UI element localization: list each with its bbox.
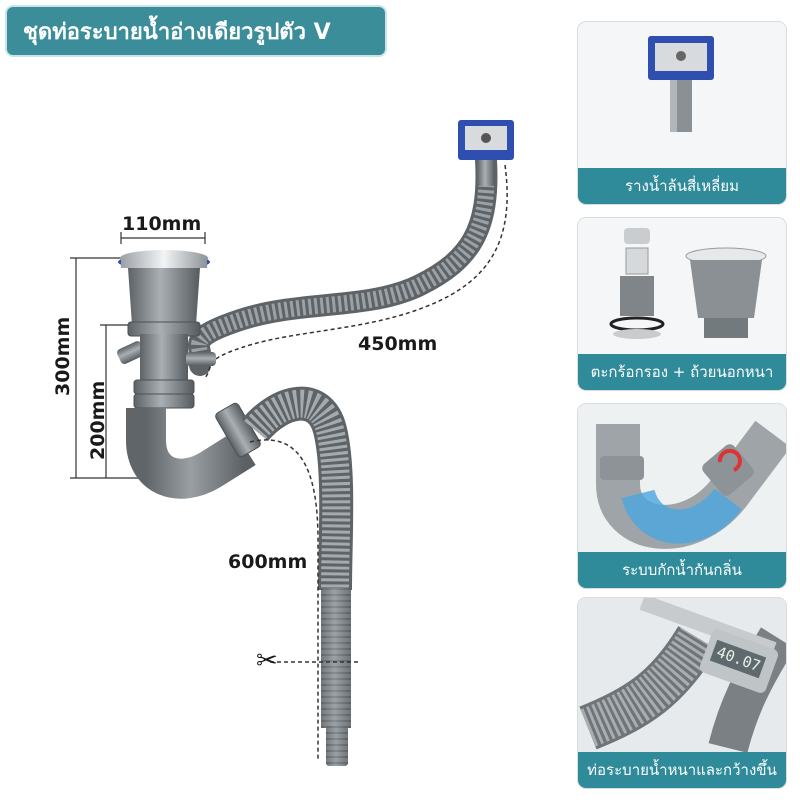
drain-assembly-illustration [70,120,514,766]
feature-panel-strainer: ตะกร้อกรอง + ถ้วยนอกหนา [578,218,786,390]
label-drain-hose: 600mm [228,551,308,573]
product-diagram: 110mm 300mm 200mm 450mm 600mm ✂ [52,120,514,766]
panel-caption-overflow: รางน้ำล้นสี่เหลี่ยม [578,168,786,204]
scissors-icon: ✂ [256,646,278,676]
feature-panel-thickness: 40.07 ท่อระบายน้ำหนาและกว้างขึ้น [578,598,786,788]
label-height-trap: 200mm [87,380,109,460]
strainer-basket-image [609,228,767,339]
page-title: ชุดท่อระบายน้ำอ่างเดียวรูปตัว V [23,19,331,45]
title-banner: ชุดท่อระบายน้ำอ่างเดียวรูปตัว V [5,5,387,57]
label-height-total: 300mm [52,316,74,396]
label-top-width: 110mm [122,213,202,235]
overflow-box-image [648,36,714,132]
caliper-measurement-image [578,598,786,752]
panel-caption-strainer: ตะกร้อกรอง + ถ้วยนอกหนา [578,354,786,390]
panel-caption-thickness: ท่อระบายน้ำหนาและกว้างขึ้น [578,752,786,788]
feature-panel-trap: ระบบกักน้ำกันกลิ่น [578,404,786,588]
water-trap-image [578,404,786,552]
panel-caption-trap: ระบบกักน้ำกันกลิ่น [578,552,786,588]
label-overflow-hose: 450mm [358,333,438,355]
feature-panel-overflow: รางน้ำล้นสี่เหลี่ยม [578,22,786,204]
